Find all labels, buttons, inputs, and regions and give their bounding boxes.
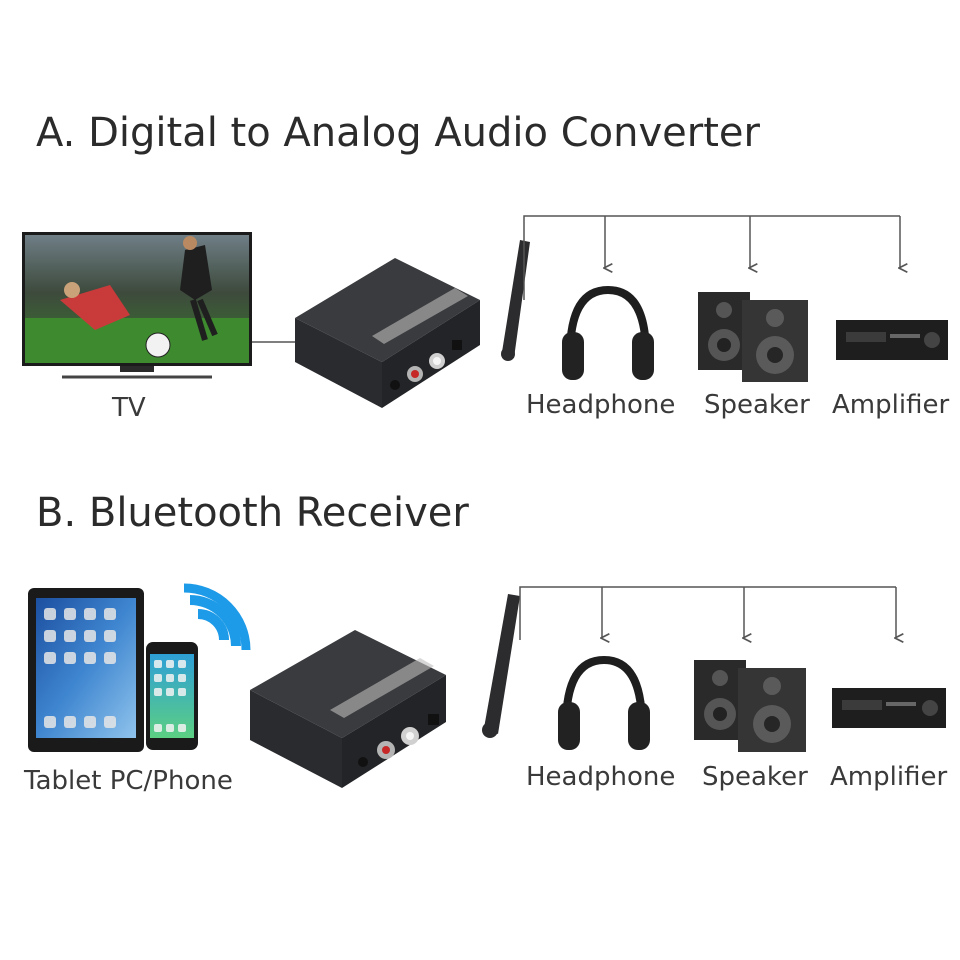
b-headphone-label: Headphone [526,762,676,792]
phone-icon [146,642,198,750]
distribution-lines-a [523,215,900,300]
converter-device-b [250,594,520,788]
wireless-signal-icon [183,583,251,651]
tablet-icon [28,588,144,752]
amplifier-icon-b [832,688,946,728]
speaker-icon-b [694,660,806,752]
tablet-phone-label: Tablet PC/Phone [24,766,233,796]
a-headphone-label: Headphone [526,390,676,420]
tv-label: TV [112,393,146,423]
b-amplifier-label: Amplifier [830,762,948,792]
tv-icon [22,232,252,379]
a-amplifier-label: Amplifier [832,390,950,420]
amplifier-icon-a [836,320,948,360]
speaker-icon-a [698,292,808,382]
b-speaker-label: Speaker [702,762,808,792]
section-b-title: B. Bluetooth Receiver [36,490,469,536]
headphone-icon-b [558,655,650,750]
headphone-icon-a [562,285,654,380]
converter-device-a [295,240,530,408]
distribution-lines-b [519,586,896,640]
section-a-title: A. Digital to Analog Audio Converter [36,110,760,156]
a-speaker-label: Speaker [704,390,810,420]
